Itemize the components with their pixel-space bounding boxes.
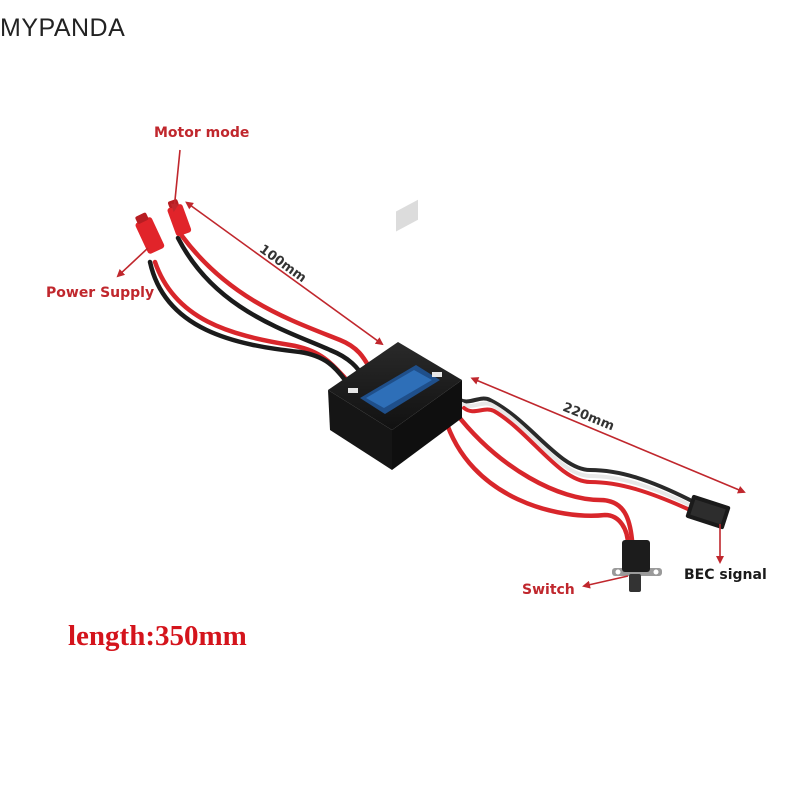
power-connector xyxy=(135,212,165,254)
callout-arrow-power-supply xyxy=(116,247,149,278)
motor-connector xyxy=(167,199,192,237)
motor-mode-label: Motor mode xyxy=(154,125,250,141)
esc-body xyxy=(328,199,462,470)
length-caption: length:350mm xyxy=(68,620,247,652)
switch-label: Switch xyxy=(522,582,575,598)
dimension-arrow-220mm xyxy=(470,377,746,494)
callout-arrow-switch xyxy=(582,575,629,589)
power-wire-red xyxy=(152,259,348,381)
dimension-arrow-100mm xyxy=(185,201,384,346)
bec-connector xyxy=(685,494,731,530)
brand-watermark: MYPANDA xyxy=(0,14,126,42)
callout-arrow-motor-mode xyxy=(170,149,181,212)
switch-body xyxy=(612,540,662,592)
power-supply-label: Power Supply xyxy=(46,285,155,301)
power-wire-black xyxy=(147,259,351,387)
bec-signal-label: BEC signal xyxy=(684,567,767,583)
